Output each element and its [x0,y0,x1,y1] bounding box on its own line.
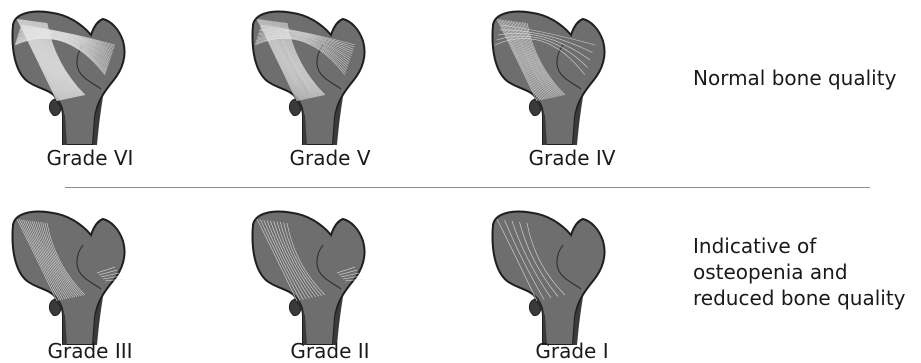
grade-v-label: Grade V [255,146,405,170]
femur-bone-outline [493,12,605,146]
femur-grade-ii-diagram [245,205,375,345]
osteopenia-note-line-1: Indicative of [693,234,816,258]
osteopenia-note-line-3: reduced bone quality [693,286,906,310]
grade-vi-label: Grade VI [15,146,165,170]
femur-grade-iii-diagram [5,205,135,345]
normal-bone-quality-note: Normal bone quality [693,66,896,90]
row-divider [65,187,870,188]
grade-iv-label: Grade IV [497,146,647,170]
grade-i-label: Grade I [497,339,647,363]
femur-grade-vi-diagram [5,5,135,145]
femur-grade-i-diagram [485,205,615,345]
grade-ii-label: Grade II [255,339,405,363]
femur-grade-iv-diagram [485,5,615,145]
osteopenia-note-line-2: osteopenia and [693,260,848,284]
femur-grade-v-diagram [245,5,375,145]
grade-iii-label: Grade III [15,339,165,363]
